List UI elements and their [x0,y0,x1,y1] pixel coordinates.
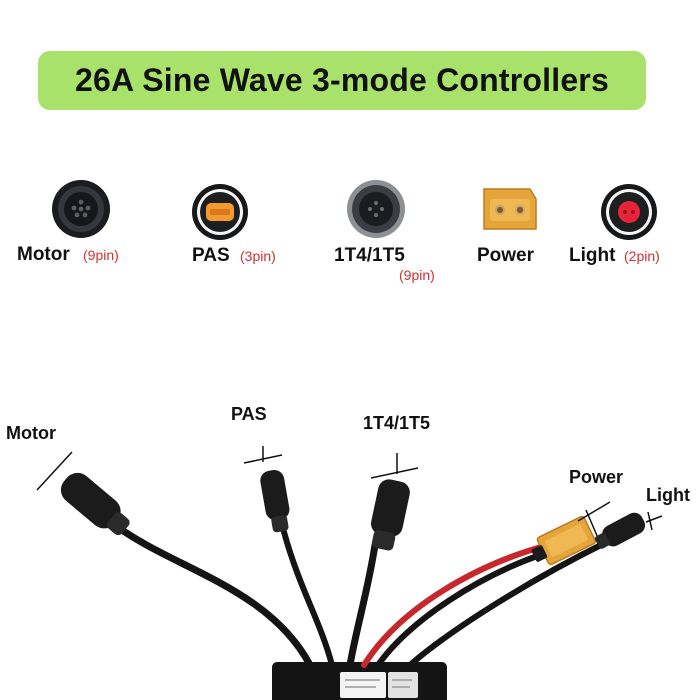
controller-box [272,662,447,700]
motor-plug [60,472,130,536]
pas-connector-icon [192,184,248,240]
connector-label-power: Power [477,245,535,266]
motor-connector-icon [52,180,110,238]
callout-label-pas: PAS [231,404,267,424]
light-connector-icon [601,184,657,240]
power-red-wire [361,542,551,668]
connector-label-display: 1T4/1T5 [334,245,405,266]
connector-pins-pas: (3pin) [240,248,276,264]
power-callout-tick [585,509,599,539]
display-connector-icon [347,180,405,238]
connector-pins-display: (9pin) [399,267,435,283]
light-callout-tick-a [647,511,653,531]
pas-plug [260,469,290,533]
connector-pins-motor: (9pin) [83,247,119,263]
motor-cable [118,526,314,669]
connector-pins-light: (2pin) [624,248,660,264]
light-plug [594,512,646,549]
callout-label-light: Light [646,485,690,505]
connector-label-motor: Motor [17,244,70,265]
display-callout-line [370,467,419,479]
xt60-connector-icon [483,188,537,230]
connector-label-pas: PAS [192,245,230,266]
light-cable [407,540,608,668]
power-black-wire [375,550,549,668]
connector-label-light: Light [569,245,616,266]
display-cable [346,541,379,669]
motor-callout-line [36,451,73,491]
callout-label-motor: Motor [6,423,56,443]
display-plug [370,479,410,551]
pas-cable [281,529,335,668]
title-banner: 26A Sine Wave 3-mode Controllers [38,51,646,110]
page-title: 26A Sine Wave 3-mode Controllers [75,62,609,98]
light-callout-line [645,515,663,523]
power-callout-line [577,501,611,522]
callout-label-display: 1T4/1T5 [363,413,431,433]
callout-label-power: Power [569,467,624,487]
xt60-plug [531,515,597,566]
